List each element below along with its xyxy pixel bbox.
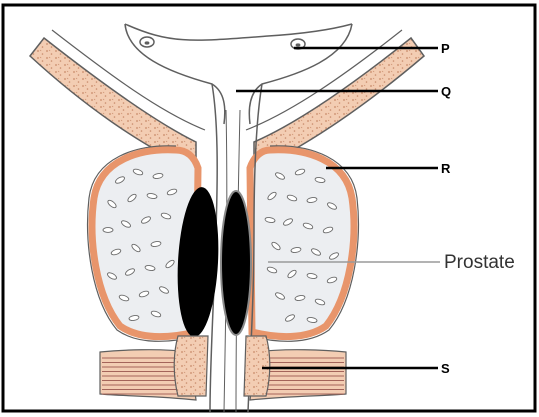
sphincter-right bbox=[244, 336, 270, 396]
occluding-mass-right bbox=[221, 191, 251, 335]
sphincter-left bbox=[174, 336, 208, 396]
label-r: R bbox=[441, 161, 451, 176]
gland-duct bbox=[103, 228, 113, 233]
label-s: S bbox=[441, 361, 450, 376]
label-prostate: Prostate bbox=[444, 252, 515, 273]
label-p: P bbox=[441, 41, 450, 56]
prostate-lobe-right bbox=[250, 150, 354, 337]
ureteric-orifice-left bbox=[140, 37, 154, 47]
label-q: Q bbox=[441, 84, 451, 99]
